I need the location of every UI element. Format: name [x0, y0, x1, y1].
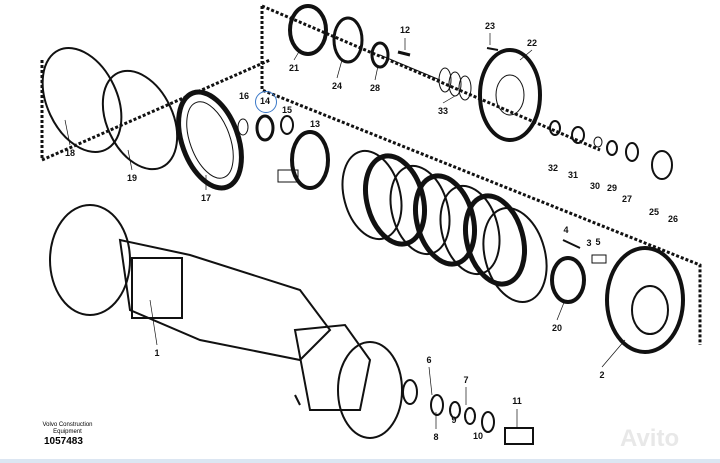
part-label-21[interactable]: 21 [288, 63, 300, 73]
planet-gear-13 [290, 130, 330, 190]
part-28 [370, 41, 390, 69]
avito-watermark: Avito [620, 425, 680, 452]
part-label-4[interactable]: 4 [563, 225, 569, 235]
shim-33 [458, 75, 472, 101]
disc [482, 206, 548, 304]
bearing-20 [550, 256, 586, 304]
part-label-26[interactable]: 26 [667, 214, 679, 224]
disc [463, 193, 527, 287]
part-label-9[interactable]: 9 [451, 415, 457, 425]
part-32 [549, 120, 561, 136]
part-label-18[interactable]: 18 [64, 148, 76, 158]
bolt [294, 394, 301, 406]
o-ring-18 [41, 47, 123, 153]
bottom-strip [0, 459, 720, 463]
part-label-3[interactable]: 3 [586, 238, 592, 248]
hub-bore [495, 74, 525, 116]
drawing-number: 1057483 [44, 436, 83, 447]
housing-bore [631, 285, 669, 335]
bolt-23 [486, 47, 499, 51]
pin-12 [397, 50, 411, 57]
part-label-1[interactable]: 1 [154, 348, 160, 358]
part-10 [481, 411, 495, 433]
friction-discs [341, 149, 548, 304]
part-29 [606, 140, 618, 156]
part-6 [402, 379, 418, 405]
part-label-16[interactable]: 16 [238, 91, 250, 101]
gear-shaft [277, 169, 299, 183]
part-label-30[interactable]: 30 [589, 181, 601, 191]
part-label-17[interactable]: 17 [200, 193, 212, 203]
shaft-11 [504, 427, 534, 445]
part-label-12[interactable]: 12 [399, 25, 411, 35]
bearing-14 [255, 114, 275, 142]
part-label-7[interactable]: 7 [463, 375, 469, 385]
part-label-29[interactable]: 29 [606, 183, 618, 193]
part-label-10[interactable]: 10 [472, 431, 484, 441]
shim-33 [438, 67, 452, 93]
part-27 [625, 142, 639, 162]
ring-gear-17 [176, 89, 244, 191]
axle-housing-1 [49, 204, 403, 439]
part-label-8[interactable]: 8 [433, 432, 439, 442]
part-label-24[interactable]: 24 [331, 81, 343, 91]
part-31 [571, 126, 585, 144]
company-credit: Volvo Construction Equipment [42, 422, 93, 435]
part-label-5[interactable]: 5 [595, 237, 601, 247]
part-label-6[interactable]: 6 [426, 355, 432, 365]
washer-16 [237, 118, 249, 136]
part-label-25[interactable]: 25 [648, 207, 660, 217]
part-label-31[interactable]: 31 [567, 170, 579, 180]
housing-2 [605, 246, 685, 354]
cover-25 [651, 150, 673, 180]
disc [439, 184, 501, 276]
part-label-23[interactable]: 23 [484, 21, 496, 31]
part-label-33[interactable]: 33 [437, 106, 449, 116]
part-label-28[interactable]: 28 [369, 83, 381, 93]
part-8 [430, 394, 444, 416]
part-5 [591, 254, 607, 264]
pin-4 [562, 239, 581, 249]
spacer-15 [280, 115, 294, 135]
part-label-20[interactable]: 20 [551, 323, 563, 333]
part-label-15[interactable]: 15 [281, 105, 293, 115]
part-label-32[interactable]: 32 [547, 163, 559, 173]
part-label-19[interactable]: 19 [126, 173, 138, 183]
part-label-13[interactable]: 13 [309, 119, 321, 129]
leader-lines [64, 33, 626, 429]
part-label-14[interactable]: 14 [259, 96, 271, 106]
highlight-circle-14 [255, 91, 277, 113]
bearing-21 [288, 4, 328, 56]
disc [389, 164, 451, 256]
o-ring-19 [101, 69, 179, 171]
part-label-2[interactable]: 2 [599, 370, 605, 380]
part-label-11[interactable]: 11 [512, 396, 522, 406]
part-9 [449, 401, 461, 419]
hub-22 [478, 48, 542, 142]
part-30 [593, 136, 603, 148]
part-label-22[interactable]: 22 [526, 38, 538, 48]
part-label-27[interactable]: 27 [621, 194, 633, 204]
shaft-line [379, 54, 441, 81]
seal-24 [332, 16, 364, 64]
ring-gear-inner [186, 101, 234, 179]
part-7 [464, 407, 476, 425]
